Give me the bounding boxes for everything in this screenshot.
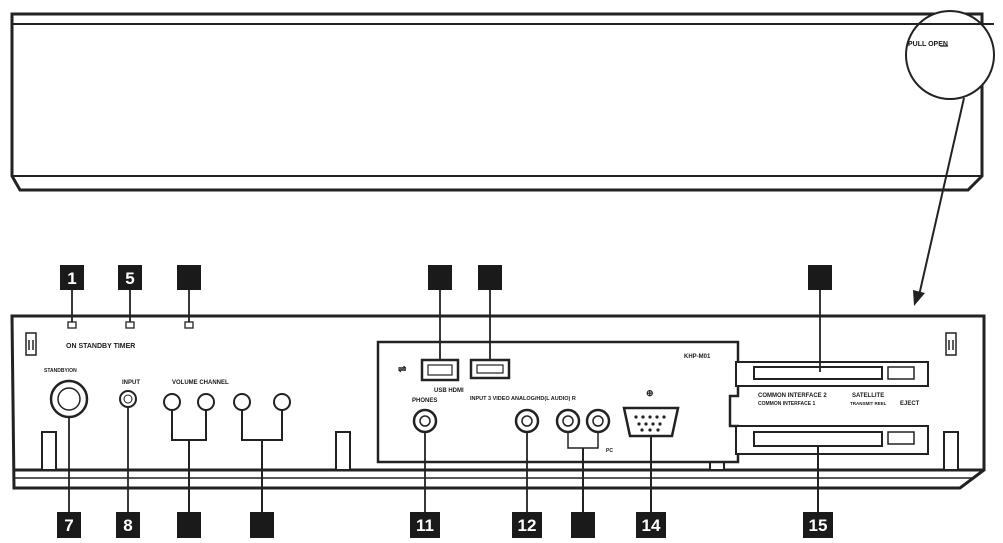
bottom-badges: 7 8 11 12 14 15 (57, 512, 833, 538)
svg-text:5: 5 (125, 269, 134, 288)
volume-down-button[interactable] (163, 393, 181, 411)
ci2-label: COMMON INTERFACE 2 (758, 393, 827, 399)
svg-text:15: 15 (809, 516, 828, 535)
channel-up-button[interactable] (273, 393, 291, 411)
badge-blank-5 (177, 512, 201, 538)
pc-input-icon: ⊕ (646, 388, 654, 398)
callout-arrow-head (913, 290, 925, 306)
standby-label: STANDBY/ON (44, 368, 77, 374)
input3-label: INPUT 3 VIDEO ANALOG/HD(L AUDIO) R (470, 396, 576, 402)
badge-14 (636, 512, 666, 538)
badge-11 (410, 512, 440, 538)
led-row-label: ON STANDBY TIMER (66, 343, 135, 350)
pc-label: PC (606, 448, 613, 454)
channel-down-button[interactable] (233, 393, 251, 411)
volume-channel-label: VOLUME CHANNEL (172, 380, 229, 386)
front-door-closed (10, 12, 984, 192)
on-led (67, 321, 77, 329)
badge-7 (57, 512, 81, 538)
model-label: KHP-M01 (684, 354, 711, 360)
badge-blank-2 (428, 265, 452, 290)
pull-open-label: PULL OPEN (908, 41, 948, 48)
badge-blank-4 (808, 265, 832, 290)
svg-text:12: 12 (518, 516, 537, 535)
usb-hdmi-label: USB HDMI (434, 388, 464, 394)
standby-led (125, 321, 135, 329)
hinge-left (41, 431, 57, 471)
phones-label: PHONES (412, 398, 437, 404)
front-panel-open: ON STANDBY TIMER STANDBY/ON INPUT VOLUME… (10, 314, 986, 512)
svg-text:1: 1 (67, 269, 76, 288)
badge-15 (803, 512, 833, 538)
badge-5 (118, 265, 142, 290)
volume-up-button[interactable] (197, 393, 215, 411)
usb-icon: ⇌ (398, 364, 407, 375)
badge-12 (512, 512, 542, 538)
badge-1 (60, 265, 84, 290)
satellite-label: SATELLITE (852, 393, 884, 399)
svg-text:11: 11 (416, 516, 434, 535)
ci1-label: COMMON INTERFACE 1 (758, 401, 815, 407)
leader-lines (68, 290, 821, 512)
hinge-center (335, 431, 351, 471)
eject-button-2[interactable] (887, 366, 915, 380)
badge-8 (116, 512, 140, 538)
timer-led (184, 321, 194, 329)
badge-blank-7 (571, 512, 595, 538)
hinge-right-2 (943, 431, 959, 471)
top-badges: 1 5 (60, 265, 832, 290)
pc-vga-port[interactable] (622, 406, 680, 438)
badge-blank-1 (177, 265, 201, 290)
svg-text:7: 7 (64, 516, 73, 535)
eject-button-1[interactable] (887, 431, 915, 445)
badge-blank-6 (250, 512, 274, 538)
transmit-reel-label: TRANSMIT REEL (850, 401, 887, 406)
badge-blank-3 (478, 265, 502, 290)
pull-open-callout: PULL OPEN (905, 10, 995, 306)
callout-arrow-line (917, 97, 965, 301)
svg-text:14: 14 (642, 516, 661, 535)
input-label: INPUT (122, 380, 140, 386)
left-latch (25, 332, 37, 356)
eject-label: EJECT (900, 401, 920, 407)
right-latch (945, 332, 957, 356)
svg-text:8: 8 (123, 516, 132, 535)
